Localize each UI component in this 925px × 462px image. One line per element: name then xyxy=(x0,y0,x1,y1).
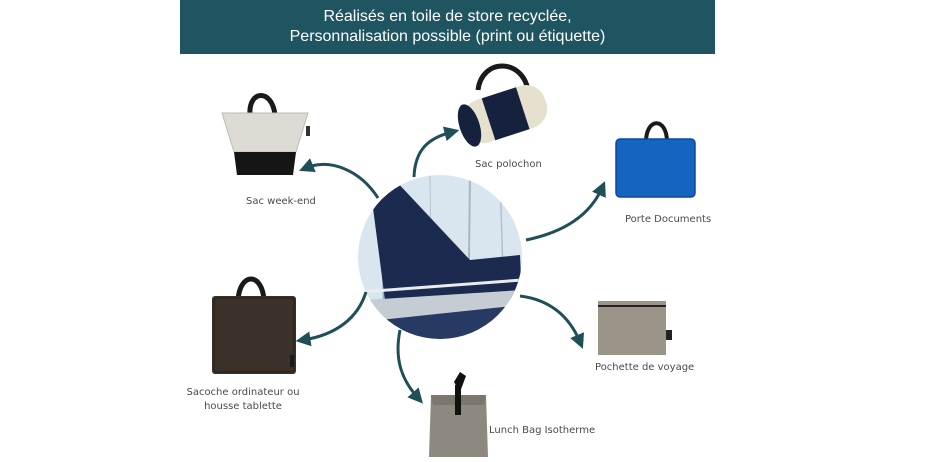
lunch-bag-icon xyxy=(429,372,488,457)
sailboat-photo xyxy=(358,175,522,339)
duffel-bag-icon xyxy=(457,63,548,147)
arrow-pouch xyxy=(519,294,585,349)
label-sacoche-ordinateur: Sacoche ordinateur ou housse tablette xyxy=(185,387,301,412)
zip-pouch-icon xyxy=(598,301,672,355)
label-sacoche-line-1: Sacoche ordinateur ou xyxy=(186,387,300,398)
document-bag-icon xyxy=(615,121,696,198)
label-sacoche-line-2: housse tablette xyxy=(204,401,282,412)
banner-line-1: Réalisés en toile de store recyclée, xyxy=(323,8,572,25)
arrow-weekend xyxy=(299,158,380,199)
laptop-bag-icon xyxy=(212,276,296,374)
label-lunch-bag: Lunch Bag Isotherme xyxy=(489,425,596,436)
label-porte-documents: Porte Documents xyxy=(625,214,712,225)
label-pochette-de-voyage: Pochette de voyage xyxy=(595,362,695,373)
arrow-documents xyxy=(525,181,606,242)
arrow-laptop xyxy=(295,291,368,347)
arrow-polochon xyxy=(412,126,460,178)
title-banner: Réalisés en toile de store recyclée, Per… xyxy=(180,0,715,54)
banner-line-2: Personnalisation possible (print ou étiq… xyxy=(289,28,606,45)
label-sac-week-end: Sac week-end xyxy=(246,196,316,207)
label-sac-polochon: Sac polochon xyxy=(475,159,542,170)
arrow-lunch xyxy=(396,329,423,404)
tote-bag-icon xyxy=(221,93,310,175)
